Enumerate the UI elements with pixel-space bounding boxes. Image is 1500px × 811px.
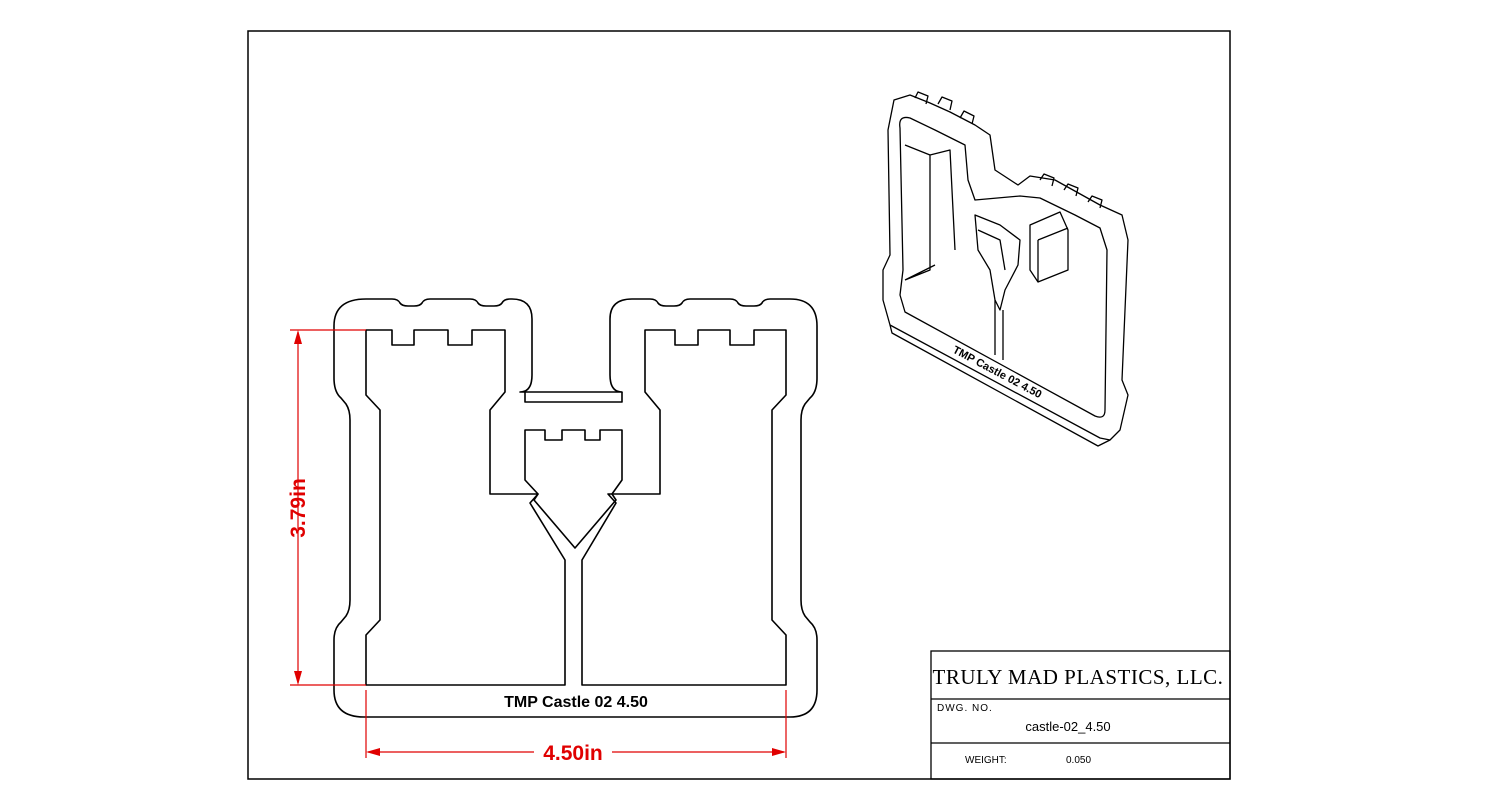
small-tower-outline	[524, 392, 623, 403]
isometric-view	[882, 91, 1129, 447]
company-name: TRULY MAD PLASTICS, LLC.	[933, 665, 1224, 689]
outer-outline	[333, 298, 818, 718]
iso-base-outer	[882, 94, 1129, 441]
sheet-border	[247, 30, 1231, 780]
height-dimension	[290, 329, 366, 686]
height-arrow-top	[294, 330, 302, 344]
right-tower-inner	[581, 329, 787, 686]
small-tower-inner	[524, 429, 623, 549]
width-dimension-label: 4.50in	[543, 742, 603, 765]
iso-left-tower	[904, 144, 956, 281]
dwg-no-label: DWG. NO.	[937, 703, 993, 714]
iso-crenellations	[914, 91, 1103, 209]
width-arrow-right	[772, 748, 786, 756]
dwg-no-value: castle-02_4.50	[1025, 719, 1110, 734]
weight-value: 0.050	[1066, 755, 1091, 766]
front-emboss-text: TMP Castle 02 4.50	[504, 694, 648, 711]
width-arrow-left	[366, 748, 380, 756]
front-view	[333, 298, 818, 718]
height-dimension-label: 3.79in	[287, 478, 310, 538]
title-block	[930, 650, 1231, 780]
iso-stem	[994, 300, 1004, 360]
iso-right-block	[1029, 211, 1069, 283]
iso-base-inner	[899, 116, 1108, 418]
title-block-frame	[930, 650, 1231, 780]
height-arrow-bottom	[294, 671, 302, 685]
left-tower-inner	[365, 329, 566, 686]
iso-base-edge	[889, 324, 1111, 447]
iso-small-tower	[974, 214, 1021, 311]
width-dimension	[365, 690, 787, 758]
weight-label: WEIGHT:	[965, 755, 1007, 766]
